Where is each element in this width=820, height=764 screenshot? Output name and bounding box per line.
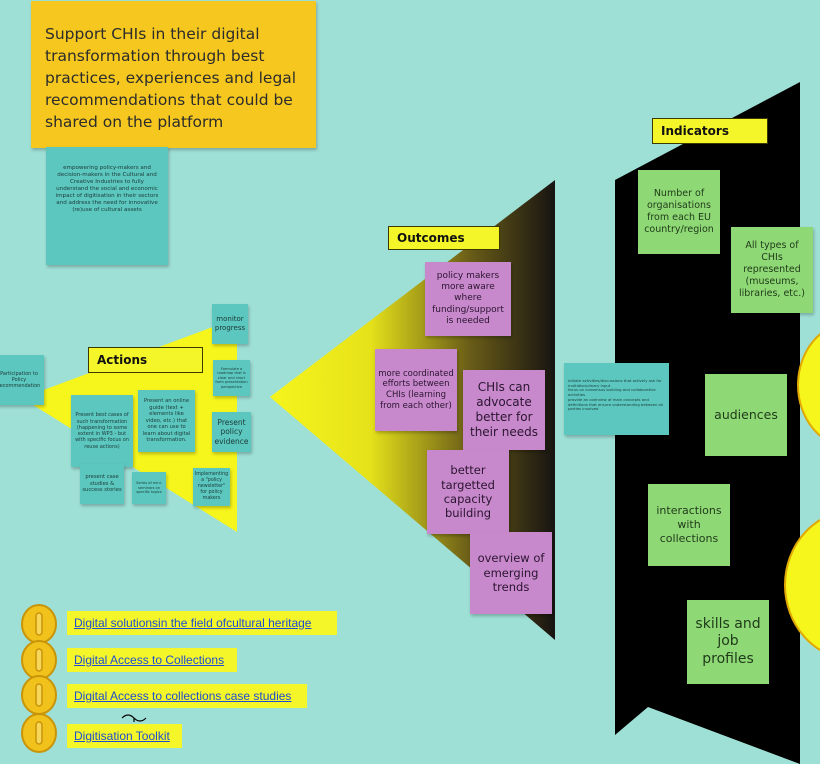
outcome-aware-text: policy makers more aware where funding/s… [432, 270, 504, 326]
indicator-interactions: interactions with collections [648, 484, 730, 566]
action-case-studies-text: present case studies & success stories [82, 474, 122, 494]
action-participation-text: Participation to Policy recommendation [0, 370, 41, 390]
actions-label-text: Actions [97, 353, 148, 367]
outcome-capacity-text: better targetted capacity building [441, 463, 495, 521]
coin-icon [21, 675, 57, 715]
action-newsletter-text: Implementing a "policy newsletter" for p… [194, 472, 229, 501]
coin-icon [21, 713, 57, 753]
link-digitisation-toolkit[interactable]: Digitisation Toolkit [67, 724, 182, 748]
tilde-connector [121, 714, 147, 722]
outcome-advocate-text: CHIs can advocate better for their needs [469, 380, 538, 439]
indicator-skills-text: skills and job profiles [695, 615, 761, 667]
indicator-audiences-text: audiences [714, 407, 778, 423]
action-formulate-text: Formulate a roadmap that is clear and sh… [215, 366, 248, 389]
outcome-advocate: CHIs can advocate better for their needs [463, 370, 545, 450]
outcome-overview: overview of emerging trends [470, 532, 552, 614]
action-newsletter: Implementing a "policy newsletter" for p… [193, 468, 230, 506]
outcomes-label-text: Outcomes [397, 231, 465, 245]
action-case-studies: present case studies & success stories [80, 464, 124, 504]
outcome-overview-text: overview of emerging trends [477, 551, 545, 595]
action-policy-evidence: Present policy evidence [212, 412, 251, 452]
right-circle-top [797, 333, 820, 437]
indicator-number-orgs: Number of organisations from each EU cou… [638, 170, 720, 254]
link-digital-access[interactable]: Digital Access to Collections [67, 648, 237, 672]
link-digital-solutions[interactable]: Digital solutionsin the field ofcultural… [67, 611, 337, 635]
action-monitor: monitor progress [212, 304, 248, 344]
approach-note-text: initiate activities/discussions that act… [568, 378, 663, 412]
outcome-coordinated: more coordinated efforts between CHIs (l… [375, 349, 457, 431]
action-series-seminars-text: Series of mini-seminars on specific topi… [136, 481, 162, 495]
coin-icon [21, 640, 57, 680]
action-participation: Participation to Policy recommendation [0, 355, 44, 405]
link-case-studies[interactable]: Digital Access to collections case studi… [67, 684, 307, 708]
outcome-coordinated-text: more coordinated efforts between CHIs (l… [378, 368, 454, 411]
approach-note: initiate activities/discussions that act… [564, 363, 669, 435]
outcome-aware: policy makers more aware where funding/s… [425, 262, 511, 336]
action-policy-evidence-text: Present policy evidence [214, 417, 249, 446]
action-online-guide-text: Present an online guide (text + elements… [142, 398, 191, 444]
indicators-label: Indicators [652, 118, 768, 144]
indicator-audiences: audiences [705, 374, 787, 456]
impact-note-text: empowering policy-makers and decision-ma… [55, 165, 159, 213]
indicator-types: All types of CHIs represented (museums, … [731, 227, 813, 313]
action-best-cases: Present best cases of such transformatio… [71, 395, 133, 467]
action-monitor-text: monitor progress [214, 315, 246, 332]
action-online-guide: Present an online guide (text + elements… [138, 390, 195, 452]
actions-label: Actions [88, 347, 203, 373]
outcomes-label: Outcomes [388, 226, 500, 250]
right-circle-bottom [784, 518, 820, 652]
indicators-label-text: Indicators [661, 124, 729, 138]
action-best-cases-text: Present best cases of such transformatio… [75, 412, 129, 450]
impact-note: empowering policy-makers and decision-ma… [46, 147, 168, 265]
indicator-types-text: All types of CHIs represented (museums, … [739, 240, 805, 299]
indicator-skills: skills and job profiles [687, 600, 769, 684]
action-series-seminars: Series of mini-seminars on specific topi… [132, 472, 166, 504]
goal-note: Support CHIs in their digital transforma… [31, 1, 316, 148]
goal-note-text: Support CHIs in their digital transforma… [45, 25, 297, 131]
indicator-number-orgs-text: Number of organisations from each EU cou… [644, 188, 714, 235]
indicator-interactions-text: interactions with collections [656, 504, 722, 545]
action-formulate: Formulate a roadmap that is clear and sh… [213, 360, 250, 396]
outcome-capacity: better targetted capacity building [427, 450, 509, 534]
